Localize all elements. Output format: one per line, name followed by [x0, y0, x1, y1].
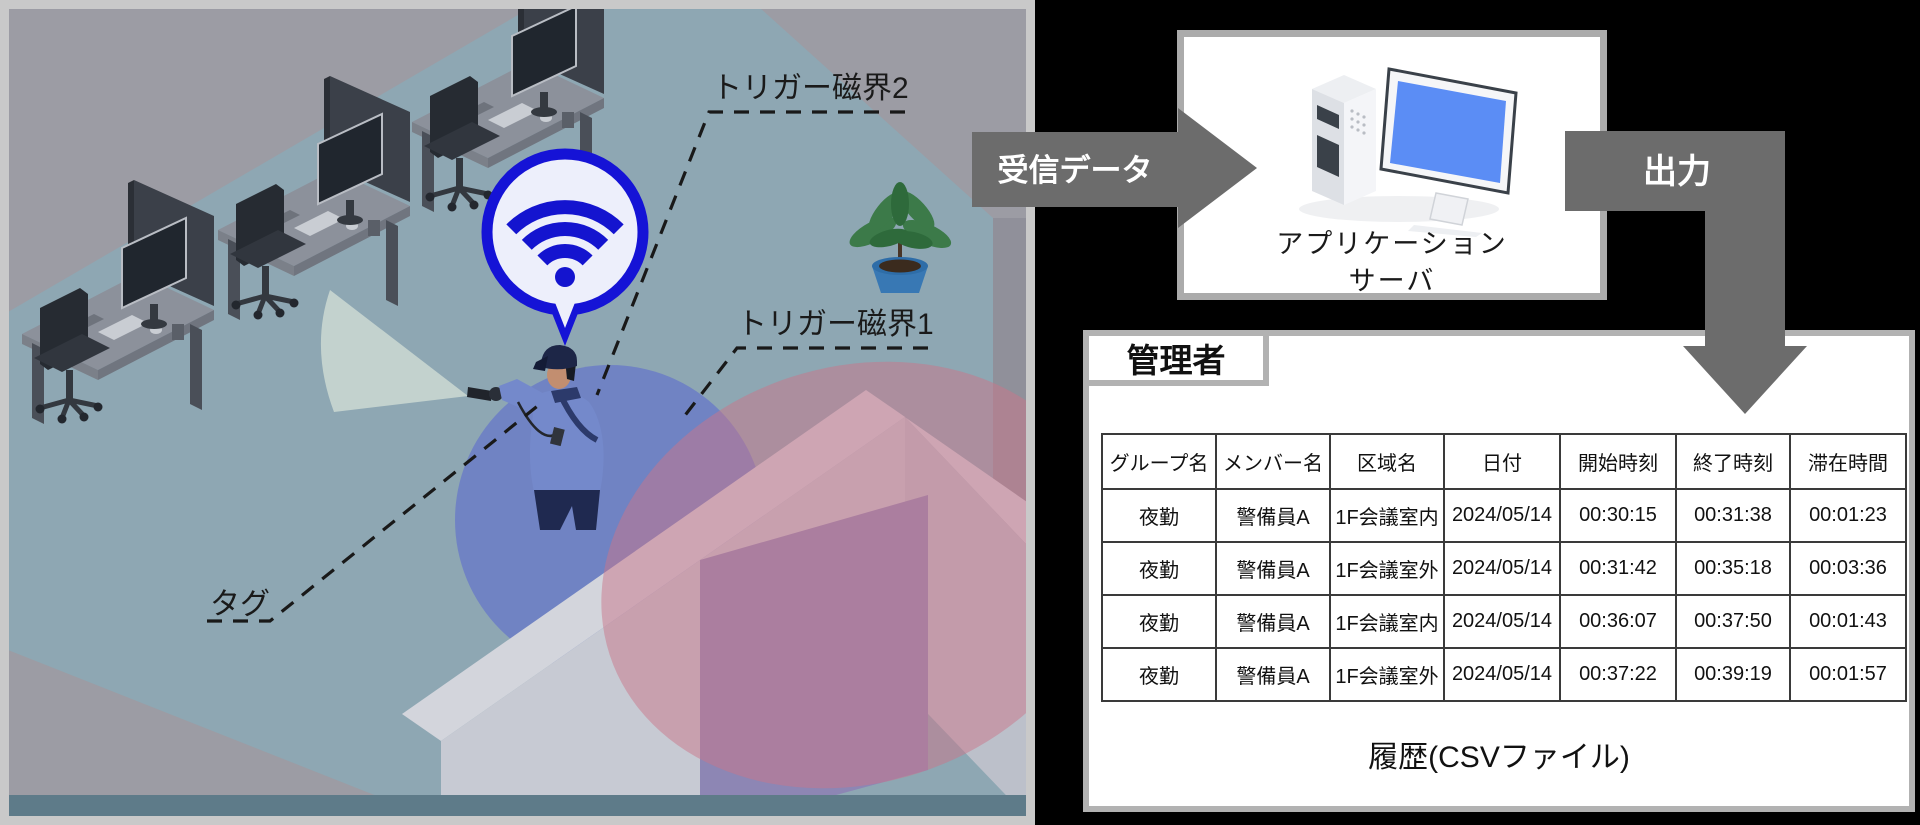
table-cell: 警備員A [1215, 541, 1331, 596]
guard-cap [541, 345, 577, 370]
floor-front-face [8, 650, 430, 817]
table-cell: 2024/05/14 [1443, 541, 1561, 596]
arrow-shape [1565, 131, 1807, 414]
security-guard [467, 345, 604, 530]
scene-border [0, 0, 1035, 825]
guard-hand [489, 387, 503, 401]
wifi-dot [555, 267, 575, 287]
table-row: 夜勤 警備員A 1F会議室内 2024/05/14 00:36:07 00:37… [1101, 594, 1907, 649]
table-cell: 00:37:50 [1675, 594, 1791, 649]
output-arrow: 出力 [1565, 131, 1807, 414]
table-cell: 00:30:15 [1559, 488, 1677, 543]
table-cell: 警備員A [1215, 594, 1331, 649]
received-data-arrow: 受信データ [972, 108, 1257, 228]
table-row: 夜勤 警備員A 1F会議室外 2024/05/14 00:37:22 00:39… [1101, 647, 1907, 702]
flashlight-beam [320, 290, 468, 412]
table-cell: 00:01:23 [1789, 488, 1907, 543]
guard-torso [529, 390, 604, 492]
header-member: メンバー名 [1215, 433, 1331, 490]
server-caption-line2: サーバ [1348, 266, 1436, 296]
table-row: 夜勤 警備員A 1F会議室外 2024/05/14 00:31:42 00:35… [1101, 541, 1907, 596]
table-cell: 警備員A [1215, 488, 1331, 543]
table-row: 夜勤 警備員A 1F会議室内 2024/05/14 00:30:15 00:31… [1101, 488, 1907, 543]
table-header-row: グループ名 メンバー名 区域名 日付 開始時刻 終了時刻 滞在時間 [1101, 433, 1907, 490]
header-date: 日付 [1443, 433, 1561, 490]
guard-collar [551, 387, 581, 403]
guard-pants [534, 490, 600, 530]
history-table: グループ名 メンバー名 区域名 日付 開始時刻 終了時刻 滞在時間 夜勤 警備員… [1101, 433, 1907, 702]
server-shadow [1299, 196, 1499, 222]
potted-plant [849, 182, 952, 293]
tower-pc-icon [1312, 75, 1376, 205]
arrow-shape [972, 108, 1257, 228]
table-cell: 2024/05/14 [1443, 594, 1561, 649]
leader-line-tag [207, 398, 547, 623]
leader-line-trigger-field-1 [681, 346, 928, 419]
received-data-arrow-label: 受信データ [998, 153, 1153, 188]
office-scene: トリガー磁界2 トリガー磁界1 タグ [0, 0, 1035, 825]
header-end-time: 終了時刻 [1675, 433, 1791, 490]
table-cell: 00:01:43 [1789, 594, 1907, 649]
server-caption-line1: アプリケーション [1276, 229, 1508, 259]
table-cell: 1F会議室外 [1329, 647, 1445, 702]
table-cell: 夜勤 [1101, 541, 1217, 596]
server-icon [1299, 67, 1518, 237]
tag-device [549, 427, 565, 447]
table-cell: 00:35:18 [1675, 541, 1791, 596]
table-cell: 00:36:07 [1559, 594, 1677, 649]
table-cell: 1F会議室内 [1329, 488, 1445, 543]
table-cell: 00:31:42 [1559, 541, 1677, 596]
table-cell: 1F会議室外 [1329, 541, 1445, 596]
table-cell: 夜勤 [1101, 647, 1217, 702]
label-trigger-field-1: トリガー磁界1 [737, 308, 934, 341]
table-cell: 警備員A [1215, 647, 1331, 702]
table-cell: 00:01:57 [1789, 647, 1907, 702]
label-trigger-field-2: トリガー磁界2 [712, 72, 909, 105]
table-cell: 2024/05/14 [1443, 488, 1561, 543]
table-cell: 夜勤 [1101, 488, 1217, 543]
csv-caption: 履歴(CSVファイル) [1368, 741, 1630, 774]
floor-edge-strip [8, 795, 1027, 817]
output-arrow-label: 出力 [1643, 153, 1711, 191]
monitor-icon [1379, 67, 1518, 237]
header-start-time: 開始時刻 [1559, 433, 1677, 490]
admin-title-tab: 管理者 [1083, 330, 1269, 386]
wifi-bubble [481, 148, 649, 346]
admin-panel: 管理者 グループ名 メンバー名 区域名 日付 開始時刻 終了時刻 滞在時間 夜勤… [1083, 330, 1915, 812]
label-tag: タグ [210, 588, 270, 621]
trigger-field-1-ellipse [601, 361, 1027, 789]
table-cell: 00:31:38 [1675, 488, 1791, 543]
header-duration: 滞在時間 [1789, 433, 1907, 490]
back-right-wall [760, 8, 1027, 240]
table-cell: 1F会議室内 [1329, 594, 1445, 649]
table-cell: 00:39:19 [1675, 647, 1791, 702]
header-group: グループ名 [1101, 433, 1217, 490]
flashlight [467, 387, 492, 401]
header-area: 区域名 [1329, 433, 1445, 490]
table-cell: 2024/05/14 [1443, 647, 1561, 702]
wifi-icon [506, 200, 624, 266]
table-cell: 夜勤 [1101, 594, 1217, 649]
leader-line-trigger-field-2 [595, 110, 905, 396]
wifi-bubble-tail-fill [554, 300, 576, 328]
table-cell: 00:03:36 [1789, 541, 1907, 596]
table-cell: 00:37:22 [1559, 647, 1677, 702]
guard-cap-brim [533, 356, 548, 371]
